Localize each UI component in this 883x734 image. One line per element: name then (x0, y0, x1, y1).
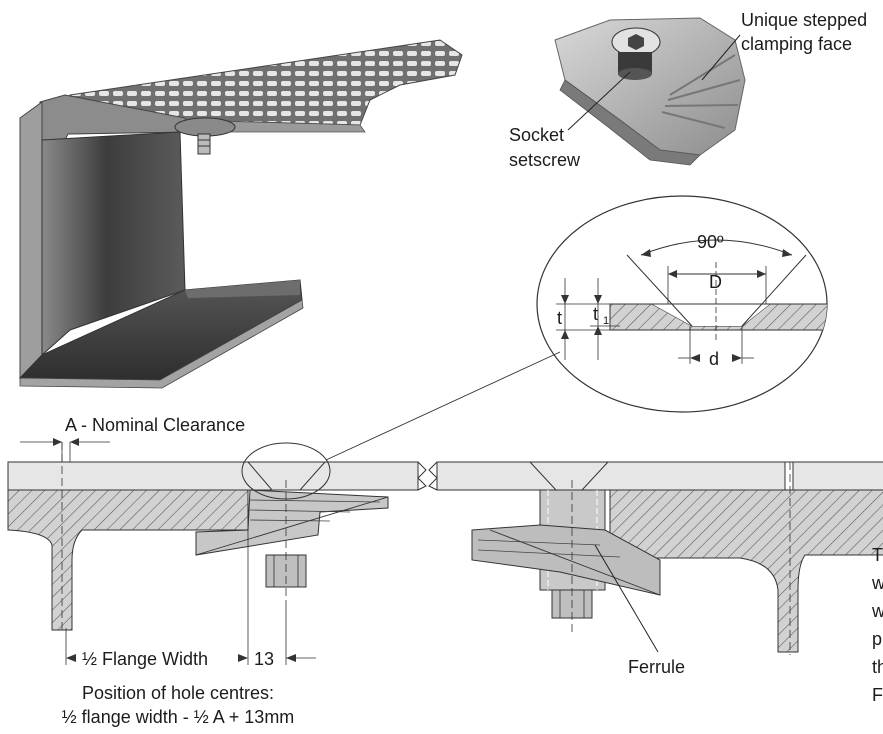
clamp-render (554, 17, 746, 166)
small-d-label: d (709, 349, 719, 369)
clearance-dimension (20, 438, 110, 462)
half-flange-label: ½ Flange Width (82, 649, 208, 669)
socket-label-line1: Socket (509, 125, 564, 145)
side-text-line1: T (872, 545, 883, 565)
stepped-face-leader (701, 34, 741, 81)
side-text-line4: p (872, 629, 882, 649)
position-label-line2: ½ flange width - ½ A + 13mm (62, 707, 295, 727)
socket-label-line2: setscrew (509, 150, 581, 170)
stepped-face-label-line1: Unique stepped (741, 10, 867, 30)
t-label: t (557, 308, 562, 328)
clearance-label: A - Nominal Clearance (65, 415, 245, 435)
ferrule-leader (594, 544, 659, 653)
flange-dimension (65, 490, 316, 665)
position-label-line1: Position of hole centres: (82, 683, 274, 703)
channel-grating-render (18, 39, 463, 389)
detail-leader (325, 351, 561, 461)
ferrule-label: Ferrule (628, 657, 685, 677)
cross-section (7, 442, 883, 655)
stepped-face-label-line2: clamping face (741, 34, 852, 54)
angle-label: 90º (697, 232, 724, 252)
socket-leader (567, 71, 631, 131)
countersink-detail (536, 195, 828, 413)
t1-label: t (593, 304, 598, 324)
side-text-line6: F (872, 685, 883, 705)
side-text-line5: th (872, 657, 883, 677)
side-text-line2: w (871, 573, 883, 593)
t1-subscript: 1 (603, 315, 609, 327)
side-text-line3: w (871, 601, 883, 621)
offset-label: 13 (254, 649, 274, 669)
big-d-label: D (709, 272, 722, 292)
